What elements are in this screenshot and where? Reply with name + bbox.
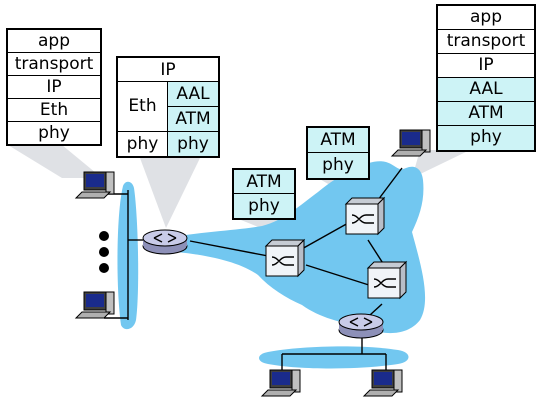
layer-phy: phy <box>8 122 100 144</box>
link-switch-router-bottom <box>369 303 383 316</box>
layer-app: app <box>438 6 534 30</box>
link-switch-switch-lower <box>305 264 373 287</box>
atm-switch-icon <box>366 260 408 300</box>
computer-icon <box>362 369 403 397</box>
layer-aal: AAL <box>168 82 218 107</box>
callout-router <box>140 158 200 228</box>
layer-phy: phy <box>438 126 534 150</box>
switch-stack-middle: ATM phy <box>232 168 296 220</box>
atm-switch-icon <box>344 196 386 236</box>
layer-phy-eth: phy <box>118 132 168 156</box>
host-stack-right: app transport IP AAL ATM phy <box>436 4 536 152</box>
switch-stack-upper: ATM phy <box>306 126 370 180</box>
atm-switch-icon <box>264 238 306 278</box>
layer-ip: IP <box>8 76 100 99</box>
layer-transport: transport <box>438 30 534 54</box>
callout-host-left <box>8 145 102 178</box>
layer-phy-atm: phy <box>168 132 218 156</box>
link-router-switch <box>189 240 269 257</box>
computer-icon <box>390 129 431 157</box>
layer-ip: IP <box>438 54 534 78</box>
layer-aal: AAL <box>438 78 534 102</box>
layer-atm: ATM <box>438 102 534 126</box>
layer-atm: ATM <box>308 128 368 153</box>
computer-icon <box>74 171 115 199</box>
router-stack: IP Eth AAL ATM phy phy <box>116 56 220 158</box>
link-switch-switch-upper <box>299 221 351 251</box>
layer-phy: phy <box>308 153 368 178</box>
layer-ip: IP <box>118 58 218 82</box>
layer-atm: ATM <box>168 107 218 132</box>
layer-app: app <box>8 30 100 53</box>
layer-atm: ATM <box>234 170 294 194</box>
more-hosts-dots <box>99 231 109 273</box>
layer-transport: transport <box>8 53 100 76</box>
router-icon <box>338 313 384 339</box>
ethernet-segment-bottom <box>259 346 409 369</box>
layer-phy: phy <box>234 194 294 218</box>
computer-icon <box>74 291 115 319</box>
host-stack-left: app transport IP Eth phy <box>6 28 102 146</box>
callout-host-right <box>412 150 470 178</box>
layer-eth: Eth <box>118 82 168 132</box>
link-switch-host-right <box>377 167 403 201</box>
layer-eth: Eth <box>8 99 100 122</box>
router-icon <box>142 229 188 255</box>
computer-icon <box>260 369 301 397</box>
